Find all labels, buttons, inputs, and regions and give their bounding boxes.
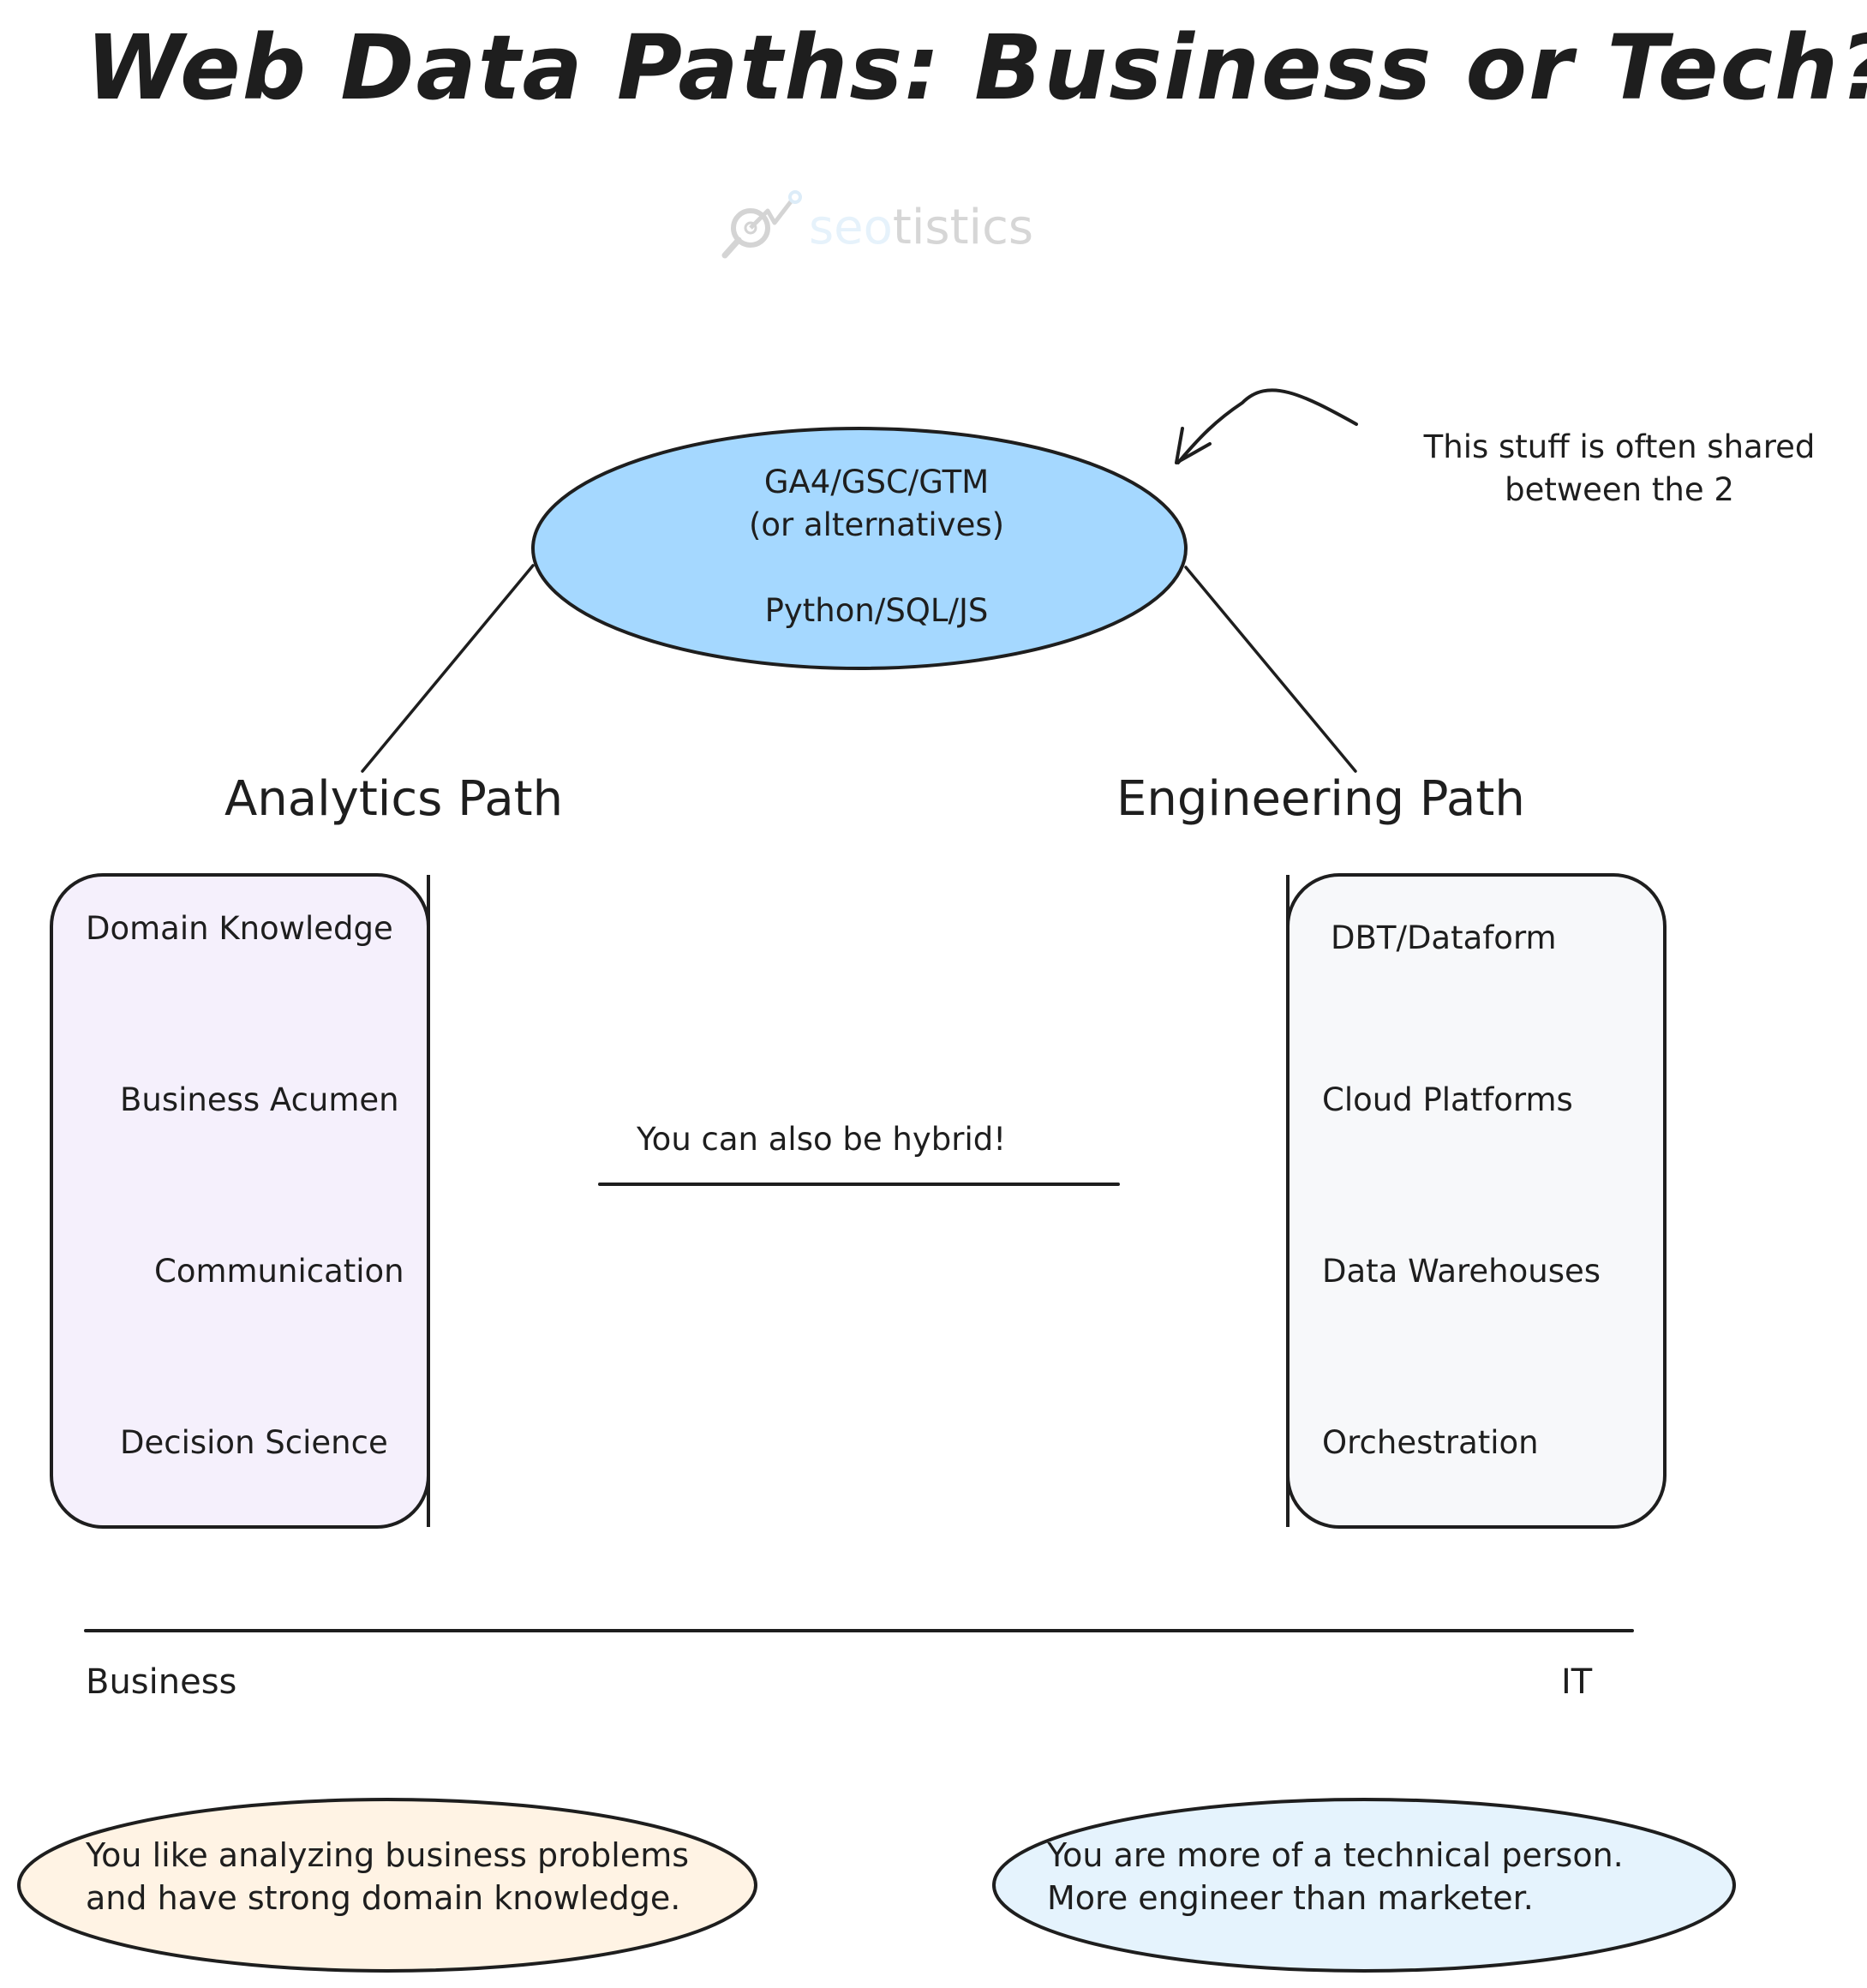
tech-persona-line-2: More engineer than marketer. <box>1047 1879 1534 1917</box>
axis-label-business: Business <box>86 1662 237 1702</box>
engineering-path-title: Engineering Path <box>1116 771 1525 827</box>
analytics-item: Decision Science <box>120 1424 388 1461</box>
annotation-arrow-icon <box>1176 388 1358 464</box>
logo-text-tistics: tistics <box>892 199 1034 255</box>
shared-line-alternatives: (or alternatives) <box>748 506 1005 543</box>
business-persona-line-2: and have strong domain knowledge. <box>86 1879 681 1917</box>
page-title: Web Data Paths: Business or Tech? <box>86 15 1867 120</box>
engineering-item: Data Warehouses <box>1322 1253 1601 1290</box>
hybrid-note: You can also be hybrid! <box>637 1121 1007 1158</box>
analytics-item: Communication <box>154 1253 404 1290</box>
shared-line-tools: GA4/GSC/GTM <box>763 464 990 500</box>
arrow-head-icon <box>1175 427 1212 464</box>
connector-analytics <box>361 564 535 773</box>
logo-text-seo: seo <box>809 199 893 255</box>
business-persona-text: You like analyzing business problems and… <box>86 1834 689 1919</box>
business-persona-line-1: You like analyzing business problems <box>86 1836 690 1874</box>
analytics-path-title: Analytics Path <box>224 771 564 827</box>
business-persona-ellipse[interactable] <box>17 1798 757 1973</box>
engineering-item: DBT/Dataform <box>1331 919 1557 956</box>
logo: seotistics <box>718 189 1033 266</box>
shared-annotation: This stuff is often shared between the 2 <box>1388 426 1851 512</box>
shared-line-languages: Python/SQL/JS <box>764 592 989 629</box>
analytics-item: Business Acumen <box>120 1081 399 1118</box>
shared-skills-text: GA4/GSC/GTM (or alternatives) Python/SQL… <box>688 461 1065 632</box>
tech-persona-ellipse[interactable] <box>992 1798 1736 1973</box>
annotation-line-2: between the 2 <box>1505 471 1734 508</box>
axis-label-it: IT <box>1561 1662 1593 1702</box>
engineering-item: Orchestration <box>1322 1424 1539 1461</box>
analytics-item: Domain Knowledge <box>86 910 393 947</box>
annotation-line-1: This stuff is often shared <box>1423 428 1816 465</box>
engineering-item: Cloud Platforms <box>1322 1081 1573 1118</box>
magnifier-chart-icon <box>721 190 802 259</box>
tech-persona-line-1: You are more of a technical person. <box>1047 1836 1624 1874</box>
shared-skills-ellipse[interactable] <box>531 427 1188 670</box>
tech-persona-text: You are more of a technical person. More… <box>1047 1834 1624 1919</box>
connector-engineering <box>1184 566 1357 773</box>
